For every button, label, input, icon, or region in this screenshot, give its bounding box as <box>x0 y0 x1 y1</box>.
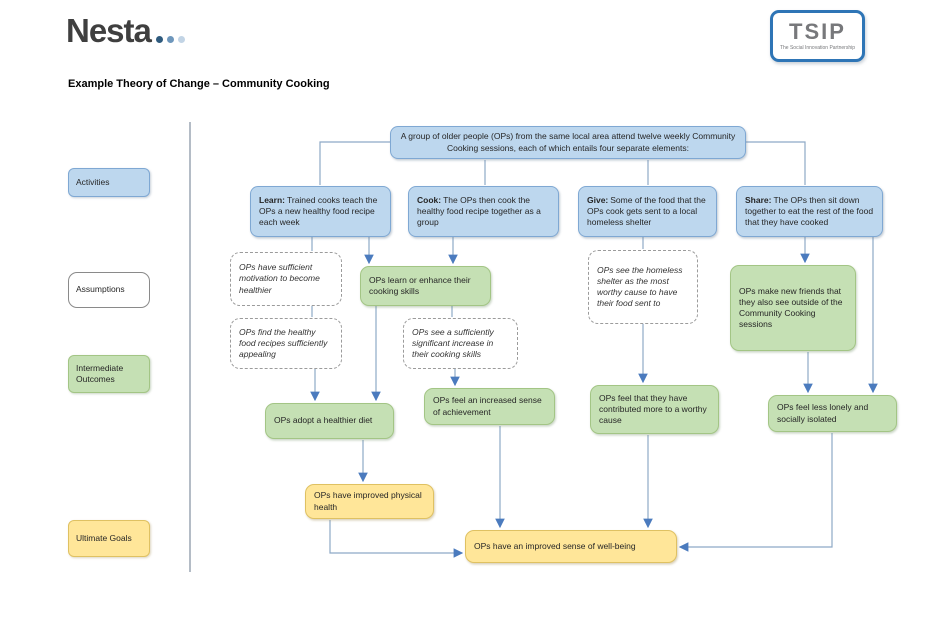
node-activity-cook-text: Cook:The OPs then cook the healthy food … <box>417 194 541 228</box>
node-activity-learn-label: Learn: <box>259 194 285 205</box>
tsip-logo-acronym: TSIP <box>789 19 846 44</box>
legend-ultimate-goals: Ultimate Goals <box>68 520 150 557</box>
node-outcome-diet-text: OPs adopt a healthier diet <box>274 415 373 426</box>
nesta-dot-icon <box>166 36 174 43</box>
nesta-dot-icon <box>177 36 185 43</box>
node-activity-learn-text: Learn:Trained cooks teach the OPs a new … <box>259 194 378 228</box>
node-activity-share-label: Share: <box>745 194 772 205</box>
node-activity-give-text: Give:Some of the food that the OPs cook … <box>587 194 706 228</box>
legend-activities-label: Activities <box>76 176 110 187</box>
tsip-logo-subtitle: The Social Innovation Partnership <box>779 45 856 51</box>
node-assumption-motivation: OPs have sufficient motivation to become… <box>230 252 342 306</box>
nesta-logo: Nesta <box>66 14 185 47</box>
legend-assumptions-label: Assumptions <box>76 284 125 295</box>
node-activity-cook: Cook:The OPs then cook the healthy food … <box>408 186 559 237</box>
node-assumption-recipes: OPs find the healthy food recipes suffic… <box>230 318 342 369</box>
node-goal-physical-health: OPs have improved physical health <box>305 484 434 519</box>
node-outcome-new-friends-text: OPs make new friends that they also see … <box>739 285 843 330</box>
node-outcome-contribution: OPs feel that they have contributed more… <box>590 385 719 434</box>
node-outcome-achievement: OPs feel an increased sense of achieveme… <box>424 388 555 425</box>
nesta-logo-text: Nesta <box>66 12 152 49</box>
node-assumption-skills-increase-text: OPs see a sufficiently significant incre… <box>412 326 494 360</box>
node-outcome-cooking-skills-text: OPs learn or enhance their cooking skill… <box>369 274 471 296</box>
nesta-dot-icon <box>155 36 163 43</box>
legend-intermediate-outcomes: Intermediate Outcomes <box>68 355 150 393</box>
node-assumption-skills-increase: OPs see a sufficiently significant incre… <box>403 318 518 369</box>
legend-intermediate-outcomes-label: Intermediate Outcomes <box>76 362 124 384</box>
node-goal-physical-health-text: OPs have improved physical health <box>314 490 422 512</box>
node-outcome-contribution-text: OPs feel that they have contributed more… <box>599 392 707 426</box>
connector-lonely-to-wellbeing <box>678 433 833 552</box>
node-outcome-diet: OPs adopt a healthier diet <box>265 403 394 439</box>
node-activity-learn: Learn:Trained cooks teach the OPs a new … <box>250 186 391 237</box>
node-activity-share-text: Share:The OPs then sit down together to … <box>745 194 874 228</box>
node-activity-give: Give:Some of the food that the OPs cook … <box>578 186 717 237</box>
node-activity-cook-label: Cook: <box>417 194 442 205</box>
connector-premise-to-learn <box>319 141 392 185</box>
node-goal-wellbeing-text: OPs have an improved sense of well-being <box>474 540 636 551</box>
nesta-logo-dots <box>155 36 185 43</box>
node-outcome-new-friends: OPs make new friends that they also see … <box>730 265 856 351</box>
legend-divider-line <box>189 122 191 572</box>
node-premise: A group of older people (OPs) from the s… <box>390 126 746 159</box>
legend-ultimate-goals-label: Ultimate Goals <box>76 532 132 543</box>
connector-physical-health-to-wellbeing <box>329 520 464 558</box>
node-assumption-recipes-text: OPs find the healthy food recipes suffic… <box>239 326 328 360</box>
legend-assumptions: Assumptions <box>68 272 150 308</box>
node-premise-text: A group of older people (OPs) from the s… <box>400 131 736 153</box>
node-assumption-shelter-text: OPs see the homeless shelter as the most… <box>597 264 683 309</box>
node-activity-give-label: Give: <box>587 194 609 205</box>
node-outcome-achievement-text: OPs feel an increased sense of achieveme… <box>433 395 542 417</box>
tsip-logo: TSIP The Social Innovation Partnership <box>770 10 865 62</box>
node-assumption-shelter: OPs see the homeless shelter as the most… <box>588 250 698 324</box>
node-activity-share: Share:The OPs then sit down together to … <box>736 186 883 237</box>
node-outcome-lonely: OPs feel less lonely and socially isolat… <box>768 395 897 432</box>
connector-premise-to-share <box>746 141 806 185</box>
node-goal-wellbeing: OPs have an improved sense of well-being <box>465 530 677 563</box>
node-outcome-lonely-text: OPs feel less lonely and socially isolat… <box>777 402 869 424</box>
legend-activities: Activities <box>68 168 150 197</box>
node-outcome-cooking-skills: OPs learn or enhance their cooking skill… <box>360 266 491 306</box>
page-title: Example Theory of Change – Community Coo… <box>68 78 330 90</box>
node-assumption-motivation-text: OPs have sufficient motivation to become… <box>239 262 320 295</box>
